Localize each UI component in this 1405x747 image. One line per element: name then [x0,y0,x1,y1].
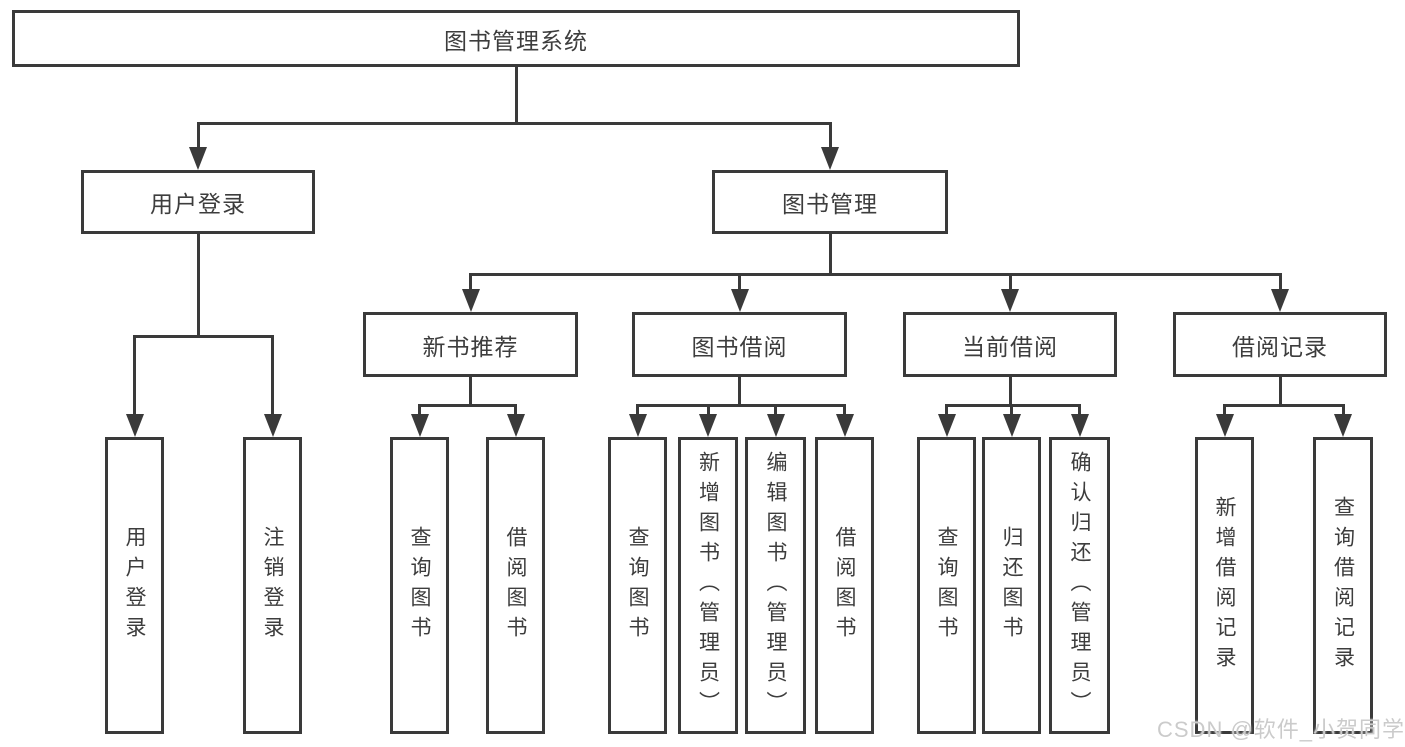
connector-drop [418,404,421,419]
node-label: 借阅图书 [833,525,856,646]
node-new-book-rec: 新书推荐 [363,312,578,377]
connector-stem [1278,377,1282,407]
arrowhead-down-icon [937,414,956,437]
connector-drop [706,404,710,419]
node-label: 新增图书（管理员） [696,450,720,721]
node-label: 借阅图书 [504,525,527,646]
node-leaf-confirm-return: 确认归还（管理员） [1049,437,1110,734]
connector-drop [469,273,472,294]
connector-rail [945,404,1081,407]
arrowhead-down-icon [1271,289,1289,312]
arrowhead-down-icon [125,414,144,437]
connector-stem [196,234,200,338]
node-leaf-query-books-3: 查询图书 [917,437,976,734]
arrowhead-down-icon [1002,414,1021,437]
node-label: 新增借阅记录 [1213,495,1236,676]
connector-drop [1010,404,1013,419]
csdn-watermark: CSDN @软件_小贺同学 [1157,717,1405,742]
node-label: 查询图书 [935,525,958,646]
arrowhead-down-icon [835,414,854,437]
connector-stem [828,234,832,276]
connector-drop [271,335,274,419]
connector-drop [1278,273,1282,294]
connector-rail [636,404,846,407]
connector-drop [636,404,639,419]
connector-drop [828,122,832,152]
arrowhead-down-icon [1001,289,1019,312]
node-label: 查询图书 [626,525,649,646]
node-current-borrow: 当前借阅 [903,312,1117,377]
node-label: 图书借阅 [691,333,788,360]
node-label: 图书管理系统 [444,27,588,54]
node-user-login: 用户登录 [81,170,315,234]
connector-rail [196,122,832,125]
node-leaf-borrow-books-2: 借阅图书 [815,437,874,734]
node-root: 图书管理系统 [12,10,1020,67]
connector-rail [418,404,517,407]
connector-drop [1008,273,1012,294]
node-label: 图书管理 [782,191,878,217]
connector-rail [1223,404,1345,407]
connector-drop [1078,404,1081,419]
arrowhead-down-icon [730,289,749,312]
connector-drop [774,404,777,419]
connector-drop [945,404,948,419]
arrowhead-down-icon [821,147,839,170]
connector-stem [738,377,741,407]
connector-drop [1341,404,1345,419]
arrowhead-down-icon [189,147,207,170]
node-leaf-query-books-2: 查询图书 [608,437,667,734]
node-label: 借阅记录 [1232,333,1328,360]
node-book-borrow: 图书借阅 [632,312,847,377]
connector-drop [738,273,741,294]
connector-stem [514,67,518,125]
node-label: 当前借阅 [962,333,1058,360]
node-label: 用户登录 [123,525,146,646]
arrowhead-down-icon [1334,414,1352,437]
node-leaf-borrow-books-1: 借阅图书 [486,437,545,734]
connector-rail [469,273,1282,276]
arrowhead-down-icon [628,414,647,437]
node-label: 查询图书 [408,525,431,646]
node-label: 查询借阅记录 [1331,495,1355,676]
connector-drop [843,404,846,419]
node-label: 新书推荐 [422,333,519,360]
node-leaf-return-books: 归还图书 [982,437,1041,734]
node-label: 用户登录 [150,191,246,217]
connector-rail [133,335,274,338]
node-label: 确认归还（管理员） [1068,450,1091,721]
connector-drop [514,404,517,419]
connector-drop [133,335,136,419]
arrowhead-down-icon [410,414,429,437]
arrowhead-down-icon [1215,414,1234,437]
node-book-mgmt: 图书管理 [712,170,948,234]
connector-drop [196,122,200,152]
node-leaf-edit-books: 编辑图书（管理员） [745,437,806,734]
node-label: 注销登录 [261,525,284,646]
connector-stem [469,377,472,407]
connector-stem [1008,377,1012,407]
arrowhead-down-icon [766,414,785,437]
node-borrow-records: 借阅记录 [1173,312,1387,377]
node-leaf-add-borrow-record: 新增借阅记录 [1195,437,1254,734]
arrowhead-down-icon [506,414,525,437]
node-leaf-logout: 注销登录 [243,437,302,734]
node-leaf-user-login: 用户登录 [105,437,164,734]
node-leaf-query-books-1: 查询图书 [390,437,449,734]
node-leaf-query-borrow-record: 查询借阅记录 [1313,437,1373,734]
arrowhead-down-icon [699,414,717,437]
node-label: 编辑图书（管理员） [764,450,787,721]
arrowhead-down-icon [461,289,480,312]
node-label: 归还图书 [1000,525,1023,646]
arrowhead-down-icon [1070,414,1089,437]
connector-drop [1223,404,1226,419]
arrowhead-down-icon [263,414,282,437]
node-leaf-add-books: 新增图书（管理员） [678,437,738,734]
